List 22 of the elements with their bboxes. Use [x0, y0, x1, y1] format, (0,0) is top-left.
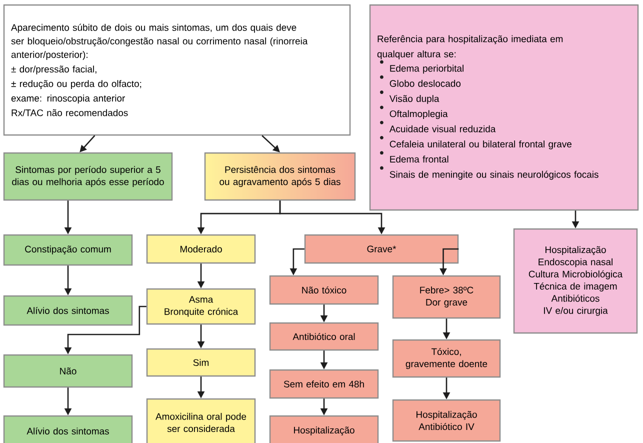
process-box: Não tóxico: [269, 275, 379, 305]
process-box: Não: [3, 354, 133, 388]
arrow: [262, 135, 280, 152]
process-box: Hospitalização Antibiótico IV: [392, 399, 501, 442]
process-box: Grave*: [304, 234, 459, 264]
process-box: Constipação comum: [3, 234, 133, 266]
process-box: Hospitalização Endoscopia nasal Cultura Microbiológica Técnica de imagem Antibióticos IV e/ou cirurgia: [513, 228, 638, 334]
process-box: Sintomas por período superior a 5 dias ou melhoria após esse período: [3, 152, 173, 201]
process-box: Amoxicilina oral pode ser considerada: [146, 398, 256, 443]
note-box: Referência para hospitalização imediata em qualquer altura se: Edema periorbital Globo deslocado Visão dupla Oftalmoplegia Acuidade visual reduzida Cefaleia unilateral ou bilateral frontal grave Edema frontal Sinais de meningite ou sinais neurológicos focais: [369, 4, 639, 211]
process-box: Sim: [146, 348, 256, 377]
process-box: Persistência dos sintomas ou agravamento após 5 dias: [204, 152, 356, 201]
process-box: Hospitalização: [269, 415, 379, 443]
process-box: Sem efeito em 48h: [269, 369, 379, 399]
process-box: Alívio dos sintomas: [3, 295, 133, 326]
note-box: Aparecimento súbito de dois ou mais sintomas, um dos quais deve ser bloqueio/obstrução/congestão nasal ou corrimento nasal (rinorreia anterior/posterior): ± dor/pressão facial, ± redução ou perda do olfacto; exame: rinoscopia anterior Rx/TAC não recomendados: [3, 4, 351, 136]
process-box: Febre> 38ºC Dor grave: [392, 275, 501, 319]
process-box: Antibiótico oral: [269, 322, 379, 351]
process-box: Moderado: [146, 234, 256, 264]
process-box: Alívio dos sintomas: [3, 415, 133, 443]
process-box: Tóxico, gravemente doente: [392, 339, 501, 378]
process-box: Asma Bronquite crónica: [146, 288, 256, 325]
